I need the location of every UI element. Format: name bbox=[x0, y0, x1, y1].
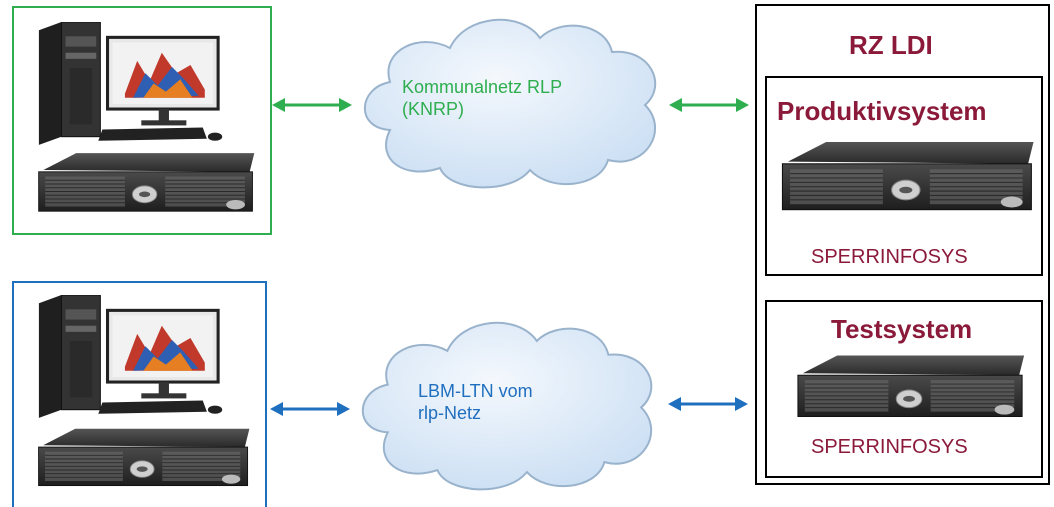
cloud-label-line1: Kommunalnetz RLP bbox=[402, 77, 563, 97]
test-system-box: Testsystem SPERRINFOSYS bbox=[765, 300, 1043, 478]
production-system-title: Produktivsystem bbox=[777, 96, 987, 126]
cloud-label-line2: rlp-Netz bbox=[418, 403, 482, 423]
cloud-label-line2: (KNRP) bbox=[402, 99, 464, 119]
double-arrow-icon bbox=[666, 394, 750, 414]
production-system-app: SPERRINFOSYS bbox=[811, 246, 968, 268]
test-system-title: Testsystem bbox=[831, 314, 973, 344]
cloud-label-line1: LBM-LTN vom bbox=[418, 381, 533, 401]
double-arrow-icon bbox=[668, 95, 750, 115]
workstation-icon bbox=[30, 22, 226, 150]
server-icon bbox=[34, 425, 254, 493]
server-icon bbox=[793, 350, 1029, 426]
cloud-icon bbox=[363, 18, 657, 189]
server-icon bbox=[34, 150, 259, 218]
server-icon bbox=[777, 136, 1039, 220]
cloud-label-lbm: LBM-LTN vom rlp-Netz bbox=[418, 380, 533, 424]
datacenter-title: RZ LDI bbox=[849, 30, 933, 60]
datacenter-rz-ldi: RZ LDI Produktivsystem SPERRINFOSYS Test… bbox=[755, 4, 1050, 485]
cloud-label-knrp: Kommunalnetz RLP (KNRP) bbox=[402, 76, 562, 120]
double-arrow-icon bbox=[270, 399, 350, 419]
client-box-knrp bbox=[12, 6, 272, 235]
production-system-box: Produktivsystem SPERRINFOSYS bbox=[765, 76, 1043, 276]
client-box-lbm bbox=[12, 281, 267, 507]
test-system-app: SPERRINFOSYS bbox=[811, 436, 968, 458]
workstation-icon bbox=[30, 295, 226, 423]
double-arrow-icon bbox=[272, 95, 352, 115]
cloud-icon bbox=[361, 321, 653, 491]
